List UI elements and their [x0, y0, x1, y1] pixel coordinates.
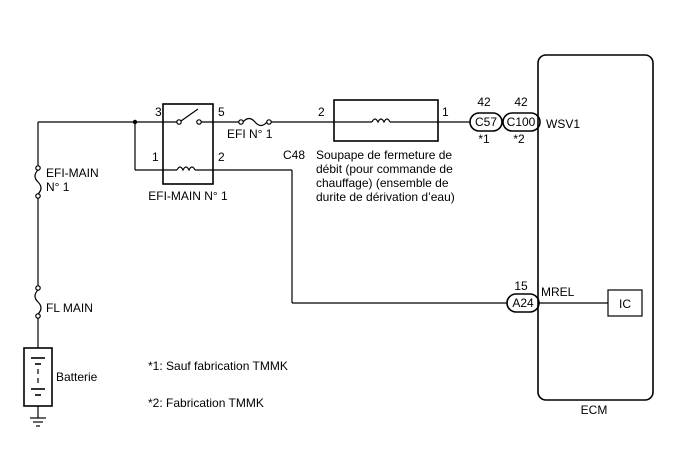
efi-main-fuse-label-2: N° 1 [46, 180, 70, 194]
fl-main-fuse-label: FL MAIN [46, 301, 93, 315]
c57-label: C57 [475, 115, 497, 129]
efi-main-fuse-icon [34, 169, 42, 195]
efi-fuse-icon [242, 117, 268, 127]
note-1: *1: Sauf fabrication TMMK [148, 359, 288, 373]
valve-pin-2: 2 [318, 105, 325, 119]
ground-icon [30, 417, 46, 427]
valve-box [333, 99, 439, 142]
relay-box [162, 103, 214, 185]
c100-label: C100 [507, 115, 536, 129]
efi-main-fuse-label-1: EFI-MAIN [46, 166, 99, 180]
a24-pin: 15 [514, 279, 528, 293]
relay-label: EFI-MAIN N° 1 [148, 189, 228, 203]
efi-fuse-label: EFI N° 1 [227, 127, 273, 141]
relay-coil-icon [176, 166, 196, 172]
efi-main-fuse-end-a [35, 165, 41, 171]
ecm-label: ECM [581, 403, 608, 417]
c100-note: *2 [513, 132, 525, 146]
efi-fuse-end-b [266, 119, 272, 125]
battery-icon [31, 357, 45, 396]
relay-pin-1: 1 [152, 150, 159, 164]
relay-switch-contact-a [176, 119, 182, 125]
efi-fuse-end-a [238, 119, 244, 125]
battery-box [23, 347, 53, 407]
relay-pin-5: 5 [218, 105, 225, 119]
c57-note: *1 [478, 132, 490, 146]
efi-main-fuse-end-b [35, 193, 41, 199]
relay-switch-arm [180, 108, 199, 122]
relay-pin-2: 2 [218, 150, 225, 164]
fl-main-fuse-icon [34, 289, 42, 315]
fl-main-fuse-end-b [35, 313, 41, 319]
relay-switch-contact-b [196, 119, 202, 125]
note-2: *2: Fabrication TMMK [148, 396, 264, 410]
valve-coil-icon [371, 118, 391, 124]
valve-desc-line-1: Soupape de fermeture de [316, 148, 452, 162]
battery-label: Batterie [56, 370, 98, 384]
ecm-wsv1-label: WSV1 [546, 117, 580, 131]
fl-main-fuse-end-a [35, 285, 41, 291]
c57-connector [469, 112, 503, 132]
c57-pin: 42 [477, 95, 491, 109]
ecm-mrel-label: MREL [541, 285, 575, 299]
a24-label: A24 [512, 296, 534, 310]
valve-desc-line-3: chauffage) (ensemble de [316, 176, 449, 190]
ecm-ic-label: IC [619, 297, 631, 311]
valve-desc-line-4: durite de dérivation d’eau) [316, 190, 455, 204]
valve-pin-1: 1 [442, 105, 449, 119]
ecm-box [537, 54, 654, 401]
valve-desc-line-2: débit (pour commande de [316, 162, 453, 176]
valve-code: C48 [283, 148, 305, 162]
c100-connector [502, 112, 541, 132]
a24-connector [506, 293, 540, 313]
relay-pin-3: 3 [155, 105, 162, 119]
c100-pin: 42 [514, 95, 528, 109]
